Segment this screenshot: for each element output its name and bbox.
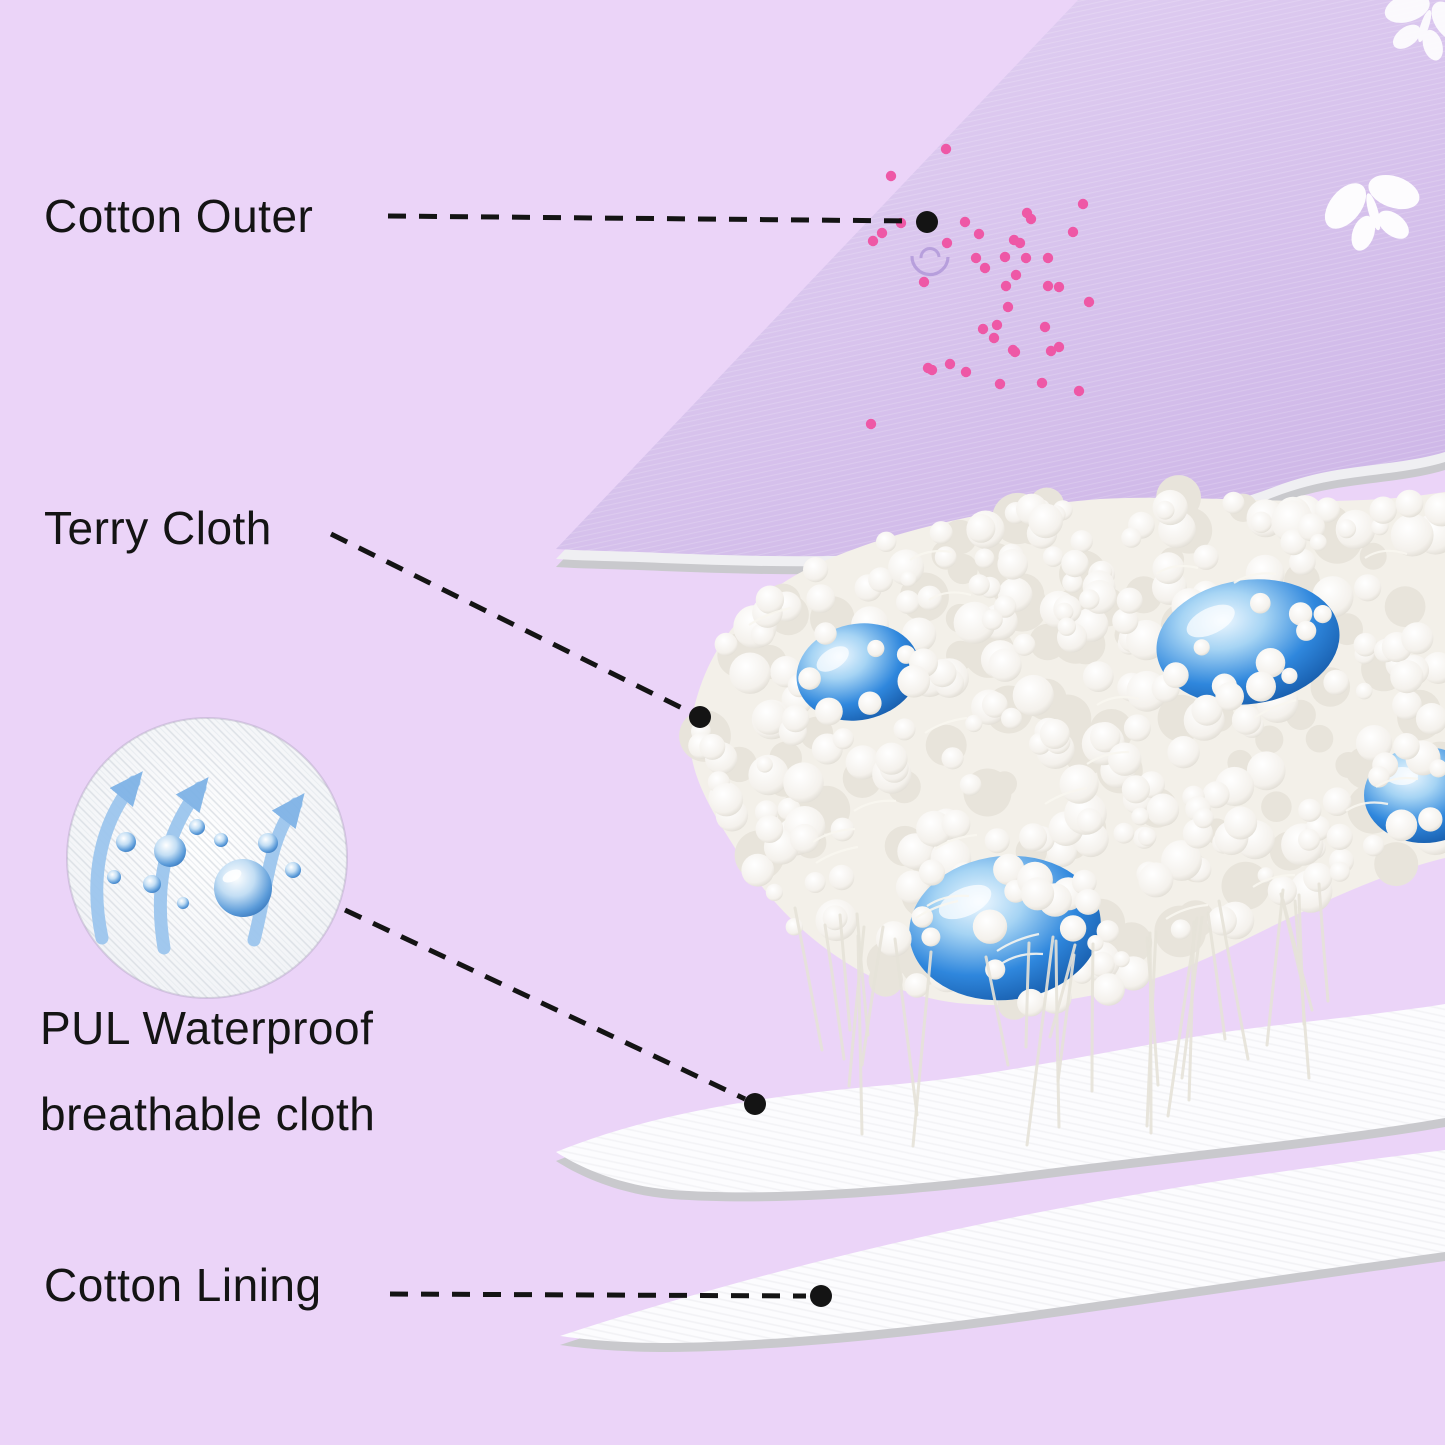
callout-dot [916, 211, 938, 233]
cotton-outer-callout-line [387, 213, 913, 224]
callout-dot [810, 1285, 832, 1307]
pink-dot-print [865, 143, 1095, 430]
callout-lines [329, 213, 913, 1299]
terry-cloth-label: Terry Cloth [44, 502, 272, 554]
pul-label-line1: PUL Waterproof [40, 1002, 374, 1054]
cotton-lining-callout-line [389, 1291, 807, 1299]
terry-cloth-callout-line [329, 531, 692, 715]
callout-dot [744, 1093, 766, 1115]
callout-dot [689, 706, 711, 728]
cotton-outer-layer [556, 0, 1445, 575]
callout-dots [689, 211, 938, 1307]
pul-callout-line [343, 907, 747, 1102]
water-drop-icon [107, 819, 301, 917]
cotton-outer-label: Cotton Outer [44, 190, 314, 242]
pul-label-line2: breathable cloth [40, 1088, 376, 1140]
cotton-lining-label: Cotton Lining [44, 1259, 322, 1311]
waterproof-inset [66, 717, 348, 999]
terry-thread-strands [793, 882, 1330, 1148]
swirl-print-icon [910, 247, 950, 277]
terry-cloth-layer [679, 475, 1445, 1020]
pul-waterproof-label: PUL Waterproof breathable cloth [40, 985, 375, 1157]
